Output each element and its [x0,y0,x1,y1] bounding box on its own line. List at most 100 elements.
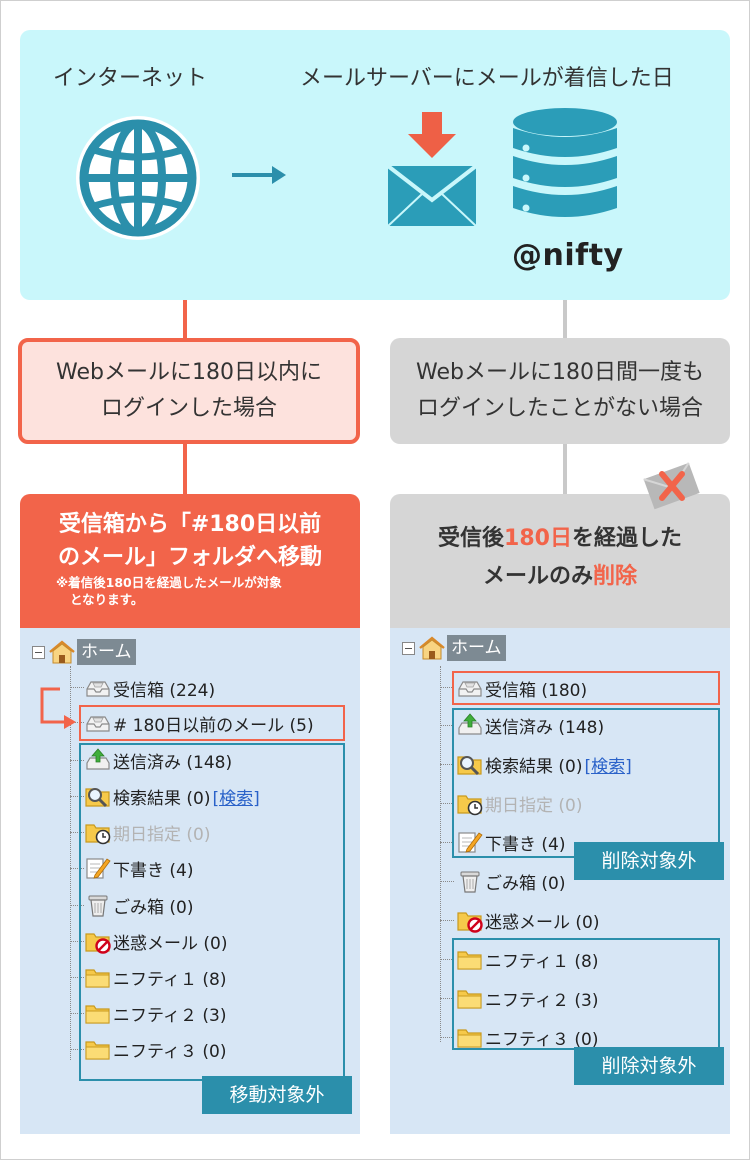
date-label: 期日指定 (0) [113,824,211,845]
tree-item-nifty1[interactable]: ニフティ１ (8) [456,945,598,973]
tree-branch [70,941,84,942]
collapse-icon[interactable] [32,645,45,659]
tree-branch [440,881,454,882]
tree-item-sent[interactable]: 送信済み (148) [84,746,232,774]
tree-item-inbox[interactable]: 受信箱 (224) [84,674,215,702]
tree-branch [440,687,454,688]
result-move-panel: 受信箱から「#180日以前 のメール」フォルダへ移動 ※着信後180日を経過した… [20,494,360,628]
result-left-note2: となります。 [70,592,144,607]
top-panel: インターネット メールサーバーにメールが着信した日 @nifty [20,30,730,300]
tree-branch [440,1037,454,1038]
tree-branch [70,868,84,869]
nifty1-label: ニフティ１ (8) [485,951,599,972]
tree-branch [440,959,454,960]
nifty3-label: ニフティ３ (0) [485,1029,599,1050]
tree-item-spam[interactable]: 迷惑メール (0) [84,927,227,955]
connector-right-upper [563,300,567,338]
condition-right-line2: ログインしたことがない場合 [416,396,703,421]
tree-branch [440,920,454,921]
connector-left-lower [183,444,187,494]
nifty1-label: ニフティ１ (8) [113,969,227,990]
result-right-part5: 削除 [593,564,638,589]
deleted-mail-x-icon [643,462,700,510]
tree-item-nifty2[interactable]: ニフティ２ (3) [456,984,598,1012]
inbox-icon [84,675,112,701]
tree-item-nifty2[interactable]: ニフティ２ (3) [84,999,226,1027]
tree-branch [70,1013,84,1014]
inbox-label: 受信箱 (224) [113,680,216,701]
tree-item-nifty3[interactable]: ニフティ３ (0) [456,1023,598,1051]
tree-item-home[interactable]: ホーム [402,634,506,662]
search-link[interactable]: [検索] [212,788,260,809]
condition-no-login-180: Webメールに180日間一度も ログインしたことがない場合 [390,338,730,444]
tree-item-inbox[interactable]: 受信箱 (180) [456,674,587,702]
spam-label: 迷惑メール (0) [113,933,228,954]
tree-item-trash[interactable]: ごみ箱 (0) [84,891,193,919]
tree-branch [70,722,84,723]
highlight-delete-excluded-1 [452,708,720,858]
sent-label: 送信済み (148) [485,717,605,738]
tree-branch [70,1049,84,1050]
search-label: 検索結果 (0) [113,788,211,809]
move-arrow-icon [40,687,76,729]
highlight-inbox [452,671,720,705]
delete-excluded-tag-2: 削除対象外 [574,1047,724,1085]
tree-item-spam[interactable]: 迷惑メール (0) [456,906,599,934]
result-left-line1: 受信箱から「#180日以前 [58,512,322,537]
tree-item-draft[interactable]: 下書き (4) [456,828,565,856]
tree-branch [440,764,454,765]
draft-label: 下書き (4) [485,834,566,855]
tree-item-search[interactable]: 検索結果 (0)[検索] [456,750,632,778]
condition-left-line1: Webメールに180日以内に [56,360,322,385]
incoming-mail-icon [386,112,478,227]
trash-label: ごみ箱 (0) [485,873,566,894]
tree-item-sent[interactable]: 送信済み (148) [456,711,604,739]
internet-label: インターネット [53,66,208,91]
tree-item-old-mail[interactable]: # 180日以前のメール (5) [84,709,314,737]
result-right-part2: 180日 [504,526,572,551]
result-right-part4: メールのみ [482,564,593,589]
home-icon [418,635,446,661]
connector-right-lower [563,444,567,494]
search-link[interactable]: [検索] [584,756,632,777]
tree-branch [440,725,454,726]
tree-item-date[interactable]: 期日指定 (0) [456,789,582,817]
inbox-label: 受信箱 (180) [485,680,588,701]
tree-branch [70,796,84,797]
home-label: ホーム [77,639,136,665]
server-label: メールサーバーにメールが着信した日 [300,66,674,91]
tree-branch [440,803,454,804]
database-server-icon [513,108,617,217]
arrow-right-icon [232,166,286,184]
home-label: ホーム [447,635,506,661]
result-right-part3: を経過した [571,526,682,551]
date-label: 期日指定 (0) [485,795,583,816]
nifty-brand: @nifty [512,238,624,273]
tree-branch [70,905,84,906]
tree-item-draft[interactable]: 下書き (4) [84,854,193,882]
move-excluded-tag: 移動対象外 [202,1076,352,1114]
nifty2-label: ニフティ２ (3) [113,1005,227,1026]
result-delete-panel: 受信後180日を経過した メールのみ削除 [390,494,730,628]
tree-branch [70,760,84,761]
globe-icon [76,116,200,240]
spam-folder-icon [456,907,484,933]
tree-item-nifty3[interactable]: ニフティ３ (0) [84,1035,226,1063]
tree-item-search[interactable]: 検索結果 (0)[検索] [84,782,260,810]
tree-item-date[interactable]: 期日指定 (0) [84,818,210,846]
tree-item-trash[interactable]: ごみ箱 (0) [456,867,565,895]
highlight-move-excluded [79,743,345,1081]
highlight-delete-excluded-2 [452,938,720,1050]
tree-item-home[interactable]: ホーム [32,638,136,666]
result-right-line1: 受信後180日を経過した [390,520,730,558]
tree-guide-left [70,666,71,1060]
collapse-icon[interactable] [402,641,415,655]
tree-item-nifty1[interactable]: ニフティ１ (8) [84,963,226,991]
result-left-line2: のメール」フォルダへ移動 [57,545,322,570]
nifty3-label: ニフティ３ (0) [113,1041,227,1062]
tree-branch [70,832,84,833]
tree-guide-right [440,666,441,1042]
trash-icon [456,868,484,894]
connector-left-upper [183,300,187,338]
tree-branch [70,687,84,688]
